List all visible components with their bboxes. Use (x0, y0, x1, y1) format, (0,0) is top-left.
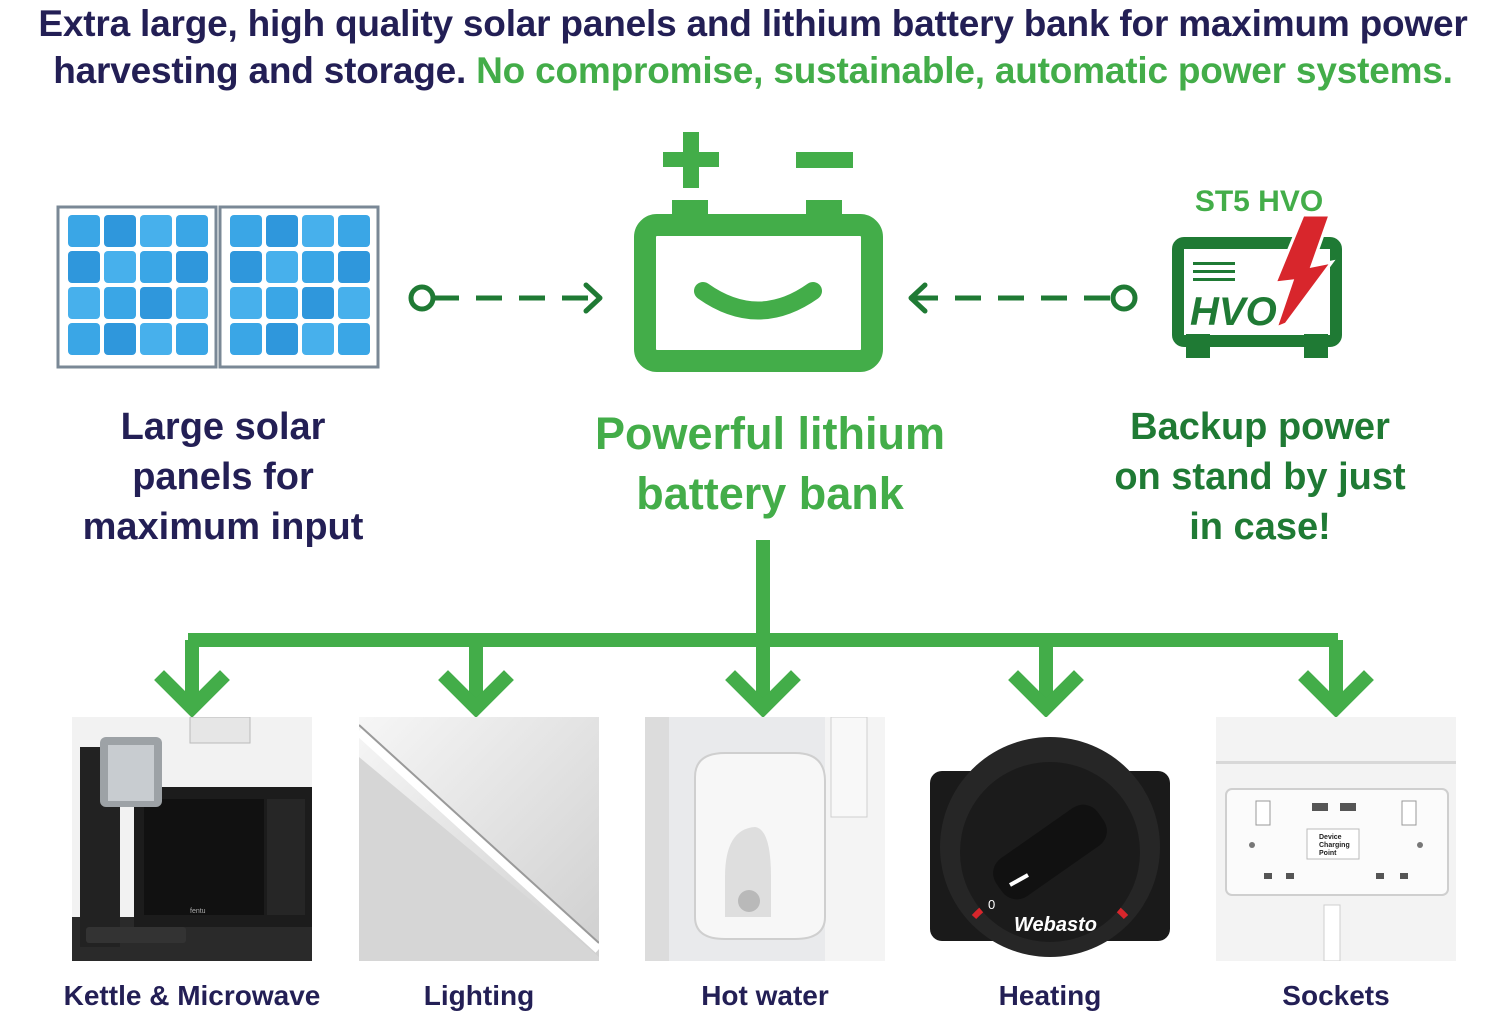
solar-caption-line-1: Large solar (120, 406, 326, 448)
socket-label-line-3: Point (1319, 850, 1337, 857)
solar-cell (104, 323, 136, 355)
kettle-microwave-photo: fentu (72, 717, 312, 961)
solar-cell (266, 287, 298, 319)
solar-cell (140, 323, 172, 355)
hot-water-photo (645, 717, 885, 961)
solar-cell (230, 323, 262, 355)
solar-cell (104, 215, 136, 247)
solar-cell (338, 323, 370, 355)
lighting-photo (359, 717, 599, 961)
backup-caption-line-1: Backup power (1130, 406, 1390, 448)
heater-brand-text: Webasto (1014, 914, 1097, 936)
backup-caption-line-3: in case! (1189, 506, 1331, 548)
solar-cell (230, 251, 262, 283)
solar-to-battery-arrow (408, 282, 603, 314)
solar-cell (230, 287, 262, 319)
output-label-lighting: Lighting (423, 980, 535, 1011)
drop-arrow-head (1008, 670, 1084, 718)
hvo-generator-icon: ST5 HVO HVO (1172, 185, 1342, 358)
output-label-heating: Heating (998, 980, 1102, 1011)
headline-part-1: Extra large, high quality solar panels a… (38, 3, 1468, 91)
sockets-photo: Device Charging Point (1216, 717, 1456, 961)
solar-cell (104, 251, 136, 283)
solar-cell (176, 215, 208, 247)
solar-cell (338, 215, 370, 247)
drop-arrow-head (438, 670, 514, 718)
solar-cell (266, 323, 298, 355)
battery-caption-line-1: Powerful lithium (594, 408, 945, 459)
lightning-bolt-icon (1272, 213, 1336, 331)
distribution-arrows (154, 540, 1374, 718)
solar-cell (176, 323, 208, 355)
solar-cell (338, 287, 370, 319)
headline-part-2: No compromise, sustainable, automatic po… (476, 50, 1453, 91)
solar-caption: Large solar panels for maximum input (40, 402, 406, 552)
solar-cell (302, 251, 334, 283)
solar-caption-line-2: panels for (132, 456, 314, 498)
generator-to-battery-arrow (908, 282, 1138, 314)
drop-arrow-head (154, 670, 230, 718)
output-label-sockets: Sockets (1282, 980, 1390, 1011)
heating-photo: 0 Webasto (930, 717, 1170, 961)
solar-caption-line-3: maximum input (82, 506, 364, 548)
solar-cell (140, 287, 172, 319)
backup-caption-line-2: on stand by just (1114, 456, 1406, 498)
drop-arrow-head (725, 670, 801, 718)
solar-cell (140, 251, 172, 283)
drop-arrow-head (1298, 670, 1374, 718)
battery-caption: Powerful lithium battery bank (520, 404, 1020, 524)
generator-hvo-text: HVO (1190, 290, 1277, 334)
solar-cell (176, 287, 208, 319)
solar-cell (176, 251, 208, 283)
solar-cell (140, 215, 172, 247)
backup-caption: Backup power on stand by just in case! (1070, 402, 1450, 552)
solar-cell (68, 215, 100, 247)
solar-cell (68, 287, 100, 319)
battery-icon (634, 132, 883, 372)
solar-panel-icon (56, 205, 380, 369)
solar-cell (338, 251, 370, 283)
socket-label-line-2: Charging (1319, 842, 1350, 849)
microwave-brand-text: fentu (190, 908, 206, 915)
headline: Extra large, high quality solar panels a… (0, 0, 1506, 94)
output-label-kettle-microwave: Kettle & Microwave (63, 980, 321, 1011)
solar-cell (104, 287, 136, 319)
solar-cell (302, 287, 334, 319)
solar-cell (302, 323, 334, 355)
battery-caption-line-2: battery bank (636, 468, 904, 519)
solar-cell (68, 323, 100, 355)
output-label-hot-water: Hot water (701, 980, 829, 1011)
solar-cell (230, 215, 262, 247)
socket-label-line-1: Device (1319, 834, 1342, 841)
solar-cell (302, 215, 334, 247)
solar-cell (68, 251, 100, 283)
solar-cell (266, 215, 298, 247)
solar-cell (266, 251, 298, 283)
generator-badge: ST5 HVO (1195, 185, 1323, 218)
heating-dial-zero: 0 (988, 897, 995, 912)
